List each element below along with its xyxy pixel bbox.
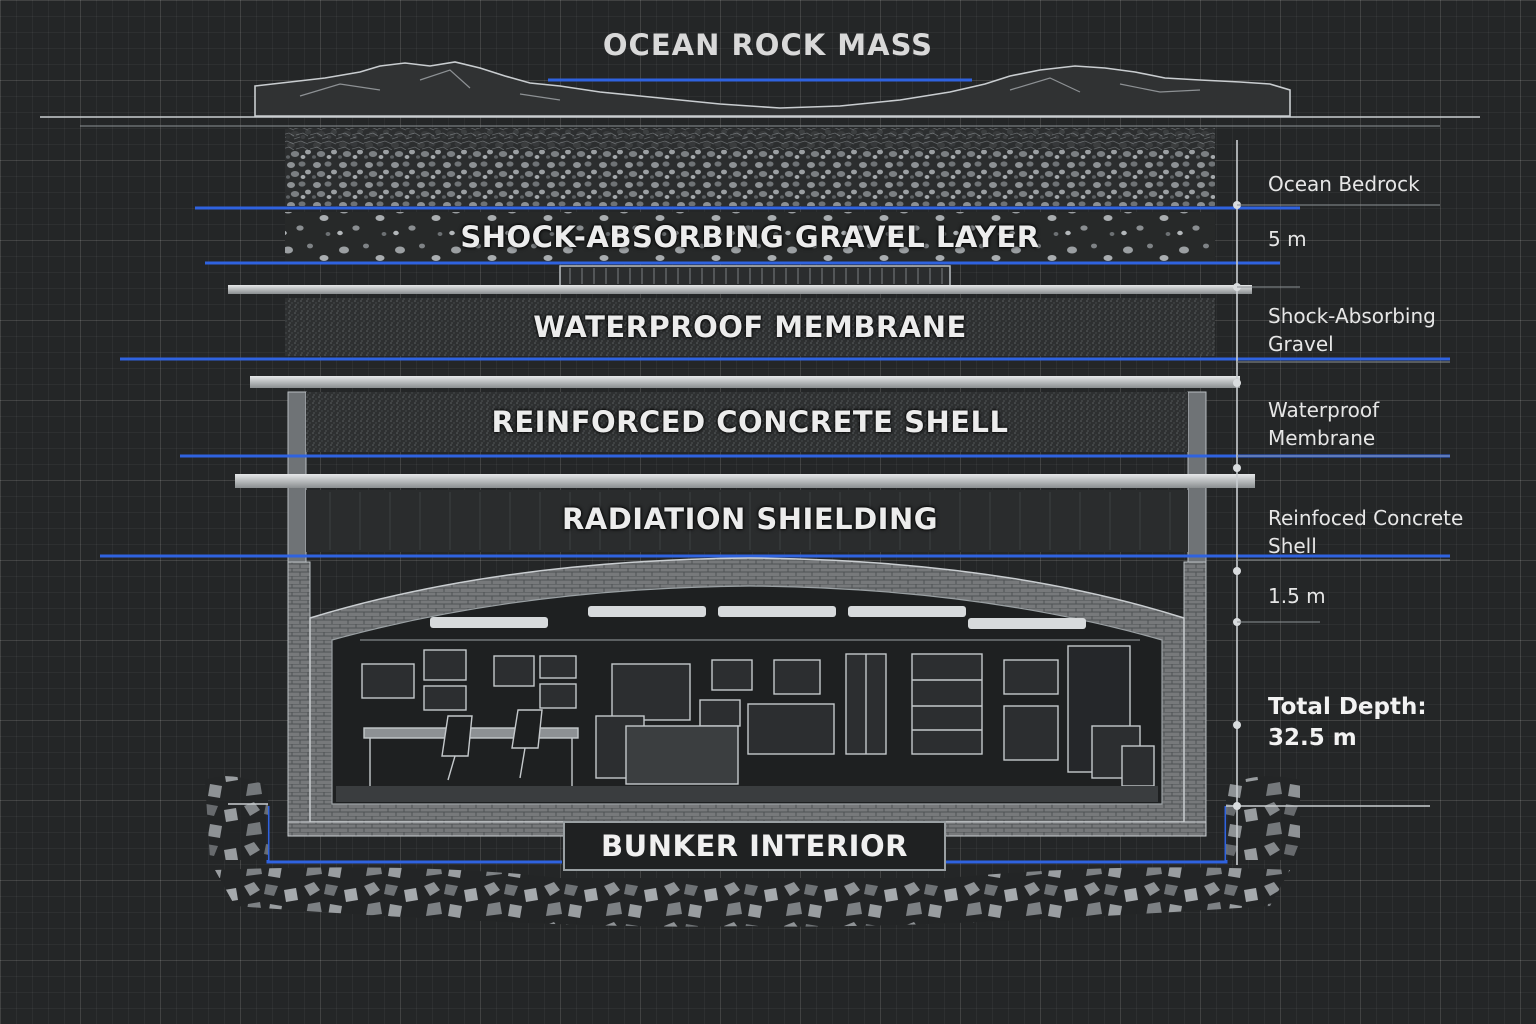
side-label-1-5m: 1.5 m xyxy=(1268,584,1326,608)
side-label-total-depth: Total Depth: xyxy=(1268,694,1427,720)
side-label-waterproof: Waterproof xyxy=(1268,398,1380,422)
gravel-slab xyxy=(228,285,1252,294)
concrete-shell-layer xyxy=(306,392,1188,452)
side-label-total-depth-value: 32.5 m xyxy=(1268,725,1357,751)
label-radiation-shielding: RADIATION SHIELDING xyxy=(561,502,939,536)
outer-wall-right xyxy=(1183,561,1207,823)
side-label-reinforced-concrete: Reinfoced Concrete xyxy=(1268,506,1464,530)
bunker-floor xyxy=(336,786,1158,802)
gravel-layer xyxy=(285,212,1215,262)
label-waterproof-membrane: WATERPROOF MEMBRANE xyxy=(533,310,967,344)
side-label-membrane: Membrane xyxy=(1268,426,1376,450)
side-label-5m: 5 m xyxy=(1268,227,1307,251)
label-concrete-shell: REINFORCED CONCRETE SHELL xyxy=(491,405,1009,439)
concrete-slab xyxy=(235,474,1255,488)
bunker-interior-label: BUNKER INTERIOR xyxy=(563,821,946,871)
ceiling-light-5 xyxy=(968,618,1086,629)
diagram-title: OCEAN ROCK MASS xyxy=(602,28,934,62)
ridge-detail-strokes xyxy=(299,69,1201,101)
outer-wall-left xyxy=(287,561,311,823)
side-label-shock-absorbing: Shock-Absorbing xyxy=(1268,304,1436,328)
depth-axis-ticks xyxy=(1233,201,1241,810)
ocean-rock-mass-ridge xyxy=(254,61,1291,117)
side-label-shell: Shell xyxy=(1268,534,1317,558)
rubble-foundation xyxy=(215,867,1290,927)
ceiling-light-1 xyxy=(430,617,548,628)
side-label-gravel: Gravel xyxy=(1268,332,1334,356)
membrane-slab xyxy=(250,376,1240,388)
ceiling-light-2 xyxy=(588,606,706,617)
membrane-layer xyxy=(285,298,1215,356)
radiation-shielding-layer xyxy=(306,490,1188,552)
ceiling-light-4 xyxy=(848,606,966,617)
ceiling-light-3 xyxy=(718,606,836,617)
bunker-furnishings xyxy=(361,645,1155,787)
label-gravel-layer: SHOCK-ABSORBING GRAVEL LAYER xyxy=(460,220,1040,254)
side-label-ocean-bedrock: Ocean Bedrock xyxy=(1268,172,1420,196)
